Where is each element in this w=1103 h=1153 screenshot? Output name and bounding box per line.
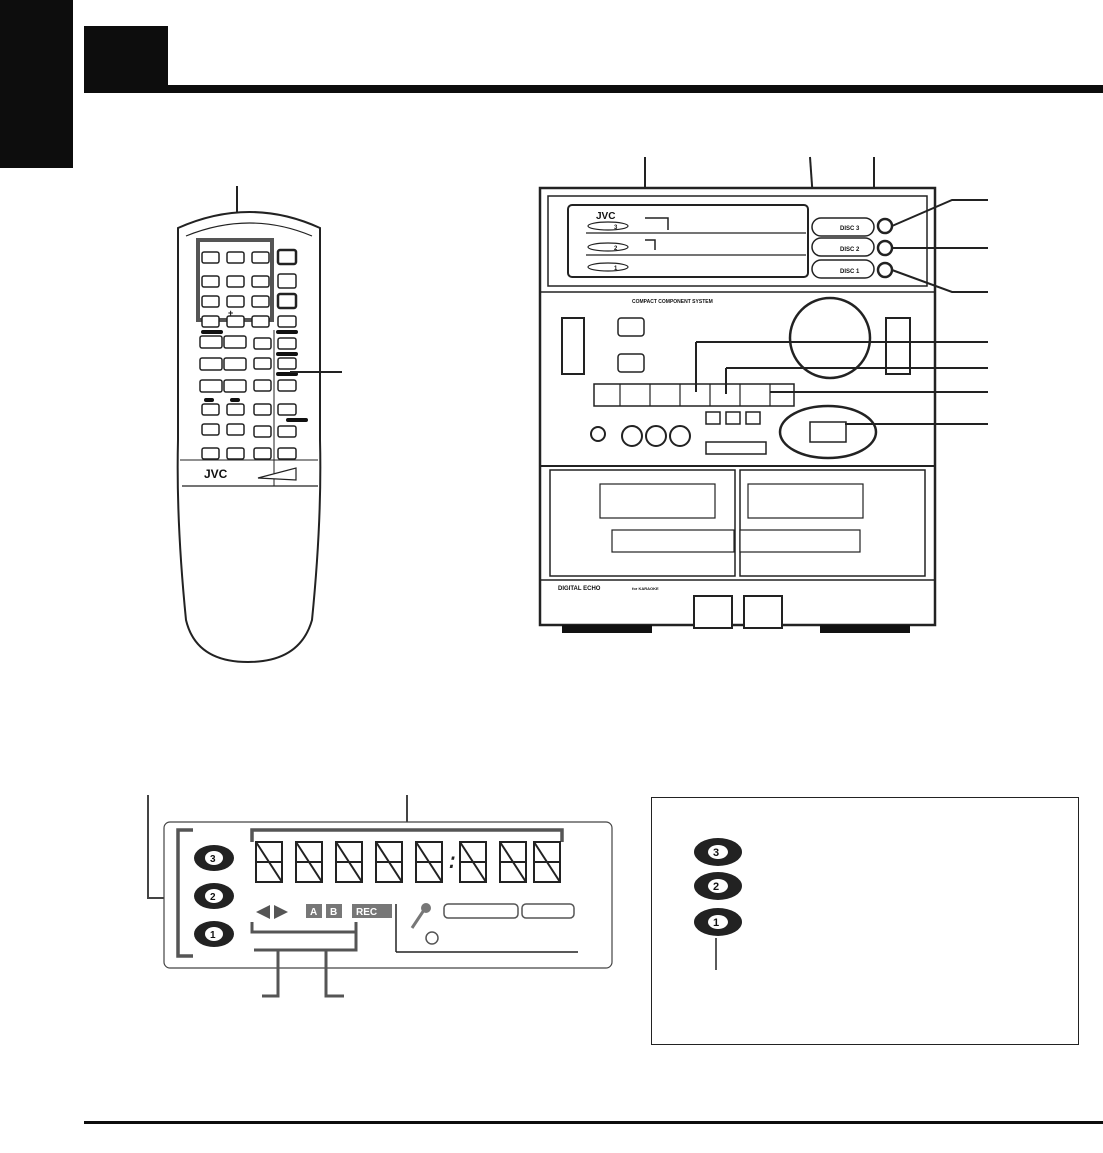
display-a-label: A [310, 907, 317, 918]
display-disc-2: 2 [210, 892, 216, 903]
tray-3-label: 3 [614, 225, 618, 231]
display-colon: : [446, 849, 459, 874]
inset-disc-1: 1 [713, 917, 719, 929]
tray-2-label: 2 [614, 246, 618, 252]
inset-discs: 3 2 1 [694, 838, 742, 970]
title-rule [84, 85, 1103, 93]
unit-brand: JVC [596, 211, 615, 222]
disc-3-button: DISC 3 [840, 226, 860, 232]
unit-echo-text: DIGITAL ECHO [558, 586, 601, 592]
display-disc-1: 1 [210, 930, 216, 941]
unit-karaoke-text: for KARAOKE [632, 586, 659, 591]
display-b-label: B [330, 907, 337, 918]
remote-plus: + [228, 308, 233, 318]
disc-indicator-inset: 3 2 1 [651, 797, 1079, 1045]
unit-panel-text: COMPACT COMPONENT SYSTEM [632, 299, 713, 305]
section-title-box [84, 26, 168, 92]
bottom-rule [84, 1121, 1103, 1124]
inset-disc-2: 2 [713, 881, 719, 893]
remote-brand: JVC [204, 467, 228, 481]
tray-1-label: 1 [614, 266, 618, 272]
display-rec-label: REC [356, 907, 377, 918]
inset-disc-3: 3 [713, 847, 719, 859]
display-disc-3: 3 [210, 854, 216, 865]
disc-2-button: DISC 2 [840, 247, 860, 253]
section-tab [0, 0, 73, 168]
disc-1-button: DISC 1 [840, 269, 860, 275]
